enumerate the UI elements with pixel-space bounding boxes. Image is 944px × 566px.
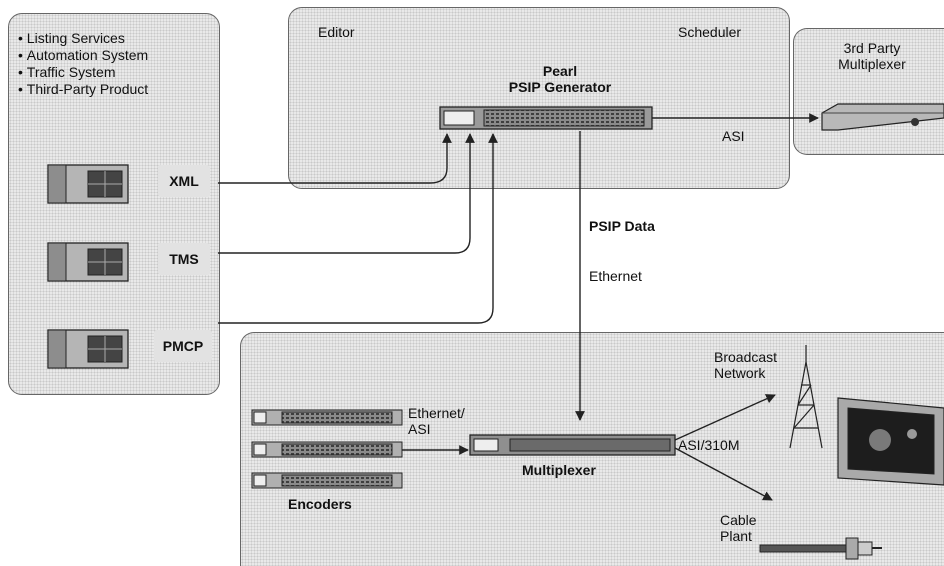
ethernet-label: Ethernet [589, 268, 642, 284]
generator-title-line2: PSIP Generator [508, 79, 612, 95]
psip-data-label: PSIP Data [589, 218, 655, 234]
editor-label: Editor [318, 24, 355, 40]
source-item-traffic-system: Traffic System [18, 64, 148, 81]
pmcp-tag: PMCP [154, 330, 212, 362]
third-party-panel [793, 28, 944, 155]
third-party-line2: Multiplexer [838, 56, 906, 72]
broadcast-network-label: Broadcast Network [714, 349, 777, 381]
generator-title-line1: Pearl [542, 63, 578, 79]
asi-310m-label: ASI/310M [678, 437, 740, 453]
headend-panel [240, 332, 944, 566]
third-party-line1: 3rd Party [843, 40, 901, 56]
source-list: Listing Services Automation System Traff… [18, 30, 148, 98]
broadcast-line2: Network [714, 365, 766, 381]
tms-tag: TMS [158, 243, 210, 275]
source-item-third-party-product: Third-Party Product [18, 81, 148, 98]
multiplexer-label: Multiplexer [522, 462, 596, 478]
encoders-label: Encoders [288, 496, 352, 512]
cable-line2: Plant [720, 528, 752, 544]
generator-title: Pearl PSIP Generator [460, 63, 660, 95]
scheduler-label: Scheduler [678, 24, 742, 40]
cable-plant-label: Cable Plant [720, 512, 757, 544]
cable-line1: Cable [720, 512, 757, 528]
ethernet-asi-line1: Ethernet/ [408, 405, 465, 421]
ethernet-asi-line2: ASI [408, 421, 431, 437]
third-party-label: 3rd Party Multiplexer [822, 40, 922, 72]
broadcast-line1: Broadcast [714, 349, 778, 365]
xml-tag: XML [158, 165, 210, 197]
ethernet-asi-label: Ethernet/ ASI [408, 405, 465, 437]
source-item-listing-services: Listing Services [18, 30, 148, 47]
source-item-automation-system: Automation System [18, 47, 148, 64]
asi-label: ASI [722, 128, 745, 144]
